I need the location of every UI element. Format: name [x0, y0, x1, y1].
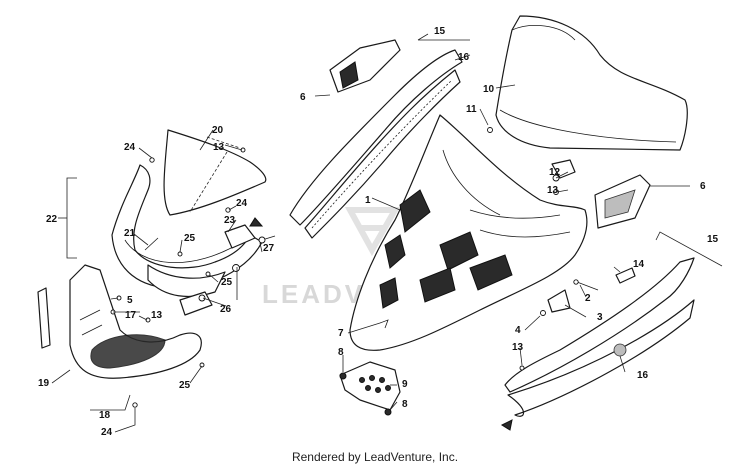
callout-23: 23 [224, 215, 236, 226]
screw-24-upper [149, 157, 155, 163]
callout-16-upper: 16 [458, 52, 470, 63]
callout-11: 11 [466, 104, 477, 115]
rivet-25-b [205, 271, 211, 277]
leader-lines [51, 33, 723, 433]
callout-10: 10 [483, 84, 495, 95]
callout-25-b: 25 [221, 277, 233, 288]
headlight-plate [339, 361, 401, 411]
washer-26b [198, 294, 206, 302]
callout-25-a: 25 [184, 233, 196, 244]
hood-panel [349, 114, 588, 351]
callout-13-windshield: 13 [547, 185, 559, 196]
washer-26 [232, 264, 240, 272]
callout-2: 2 [585, 293, 591, 304]
callout-9: 9 [402, 379, 408, 390]
footer-credit: Rendered by LeadVenture, Inc. [291, 450, 459, 464]
callout-3: 3 [597, 312, 603, 323]
callout-14: 14 [633, 259, 645, 270]
screw-13-nose [145, 317, 151, 323]
trim-strip-lower [504, 257, 695, 417]
callout-4: 4 [515, 325, 521, 336]
callout-1: 1 [365, 195, 371, 206]
callout-25-c: 25 [179, 380, 191, 391]
callout-19: 19 [38, 378, 50, 389]
callout-15-upper: 15 [434, 26, 446, 37]
screw-24-mid [225, 207, 231, 213]
fastener-8-upper [339, 372, 347, 380]
windshield-bracket [551, 159, 576, 182]
fastener-8-lower [384, 408, 392, 416]
windshield [495, 15, 688, 151]
bracket-23 [224, 224, 256, 249]
callout-labels: 1 2 3 4 5 6 6 7 8 8 9 10 11 12 13 13 13 … [38, 26, 719, 438]
side-vent-left [329, 39, 401, 93]
callout-22: 22 [46, 214, 58, 225]
rivet-25-c [199, 362, 205, 368]
callout-24-upper: 24 [124, 142, 136, 153]
pin-21 [144, 237, 159, 251]
nose-pan-lower [69, 264, 202, 379]
callout-27: 27 [263, 243, 275, 254]
side-vent-right [594, 174, 651, 229]
callout-13-panel: 13 [213, 142, 225, 153]
callout-24-lower: 24 [101, 427, 113, 438]
rivet-11 [487, 127, 493, 133]
callout-15-lower: 15 [707, 234, 719, 245]
nose-pan-upper [111, 164, 263, 298]
trim-strip-upper [289, 49, 463, 239]
callout-24-mid: 24 [236, 198, 248, 209]
callout-16-lower: 16 [637, 370, 649, 381]
callout-5: 5 [127, 295, 133, 306]
callout-13-trim: 13 [512, 342, 524, 353]
bracket-3 [547, 289, 571, 313]
callout-6-right: 6 [700, 181, 706, 192]
callout-7: 7 [338, 328, 344, 339]
panel-20 [163, 129, 267, 216]
clip-7 [379, 319, 389, 329]
front-arrow-nose [249, 217, 264, 227]
washer-4 [540, 310, 546, 316]
callout-12: 12 [549, 167, 561, 178]
callout-13-nose: 13 [151, 310, 163, 321]
screw-13-trim [519, 365, 525, 371]
side-skirt-19 [37, 287, 51, 349]
rivet-25-a [177, 251, 183, 257]
callout-8-lower: 8 [402, 399, 408, 410]
callout-8-upper: 8 [338, 347, 344, 358]
callout-21: 21 [124, 228, 136, 239]
callout-26: 26 [220, 304, 232, 315]
screw-24-lower [132, 402, 138, 408]
callout-6-left: 6 [300, 92, 306, 103]
bracket-14 [615, 267, 636, 284]
callout-18: 18 [99, 410, 111, 421]
front-arrow-trim [500, 419, 513, 431]
callout-20: 20 [212, 125, 224, 136]
bolt-2 [573, 279, 599, 291]
callout-17: 17 [125, 310, 137, 321]
